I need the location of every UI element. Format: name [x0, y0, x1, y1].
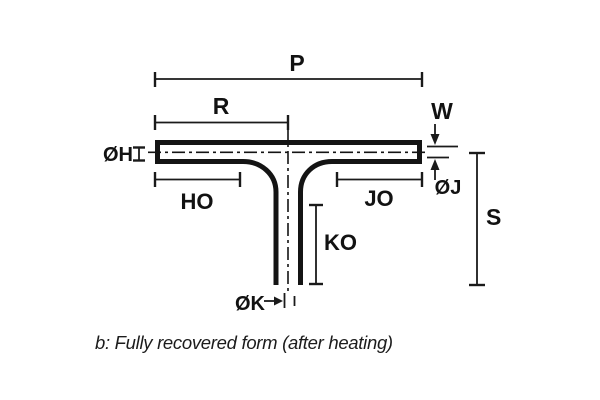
dim-ko: KO	[309, 203, 357, 286]
tee-tube-outline	[155, 140, 422, 285]
dim-ho: HO	[153, 172, 242, 214]
dim-label-w: W	[431, 98, 453, 124]
dim-p: P	[153, 50, 424, 87]
figure-caption: b: Fully recovered form (after heating)	[95, 332, 393, 353]
centerlines	[148, 127, 429, 291]
dim-label-dia-k: ØK	[235, 293, 266, 315]
dim-label-r: R	[213, 93, 230, 119]
dim-label-ho: HO	[181, 189, 214, 214]
dim-label-dia-h: ØH	[103, 144, 133, 166]
dim-s: S	[469, 151, 501, 287]
w-arrow-down-head	[430, 134, 440, 145]
dim-label-s: S	[486, 204, 501, 230]
dia-k-arrow-head	[274, 296, 283, 306]
dim-label-p: P	[289, 50, 304, 76]
dim-dia-h: ØH	[103, 144, 145, 166]
dim-label-ko: KO	[324, 230, 357, 255]
dim-dia-k: ØK	[235, 293, 296, 315]
dim-jo: JO	[335, 172, 424, 211]
tube-bottom-wall-left-and-leg	[155, 159, 279, 285]
dim-r: R	[153, 93, 290, 130]
dim-label-jo: JO	[364, 186, 393, 211]
dim-label-dia-j: ØJ	[435, 177, 462, 199]
w-arrow-up-head	[430, 159, 440, 170]
tube-bottom-wall-right-and-leg	[298, 159, 422, 285]
dim-dia-j: ØJ	[435, 177, 462, 199]
dim-w: W	[427, 98, 458, 180]
